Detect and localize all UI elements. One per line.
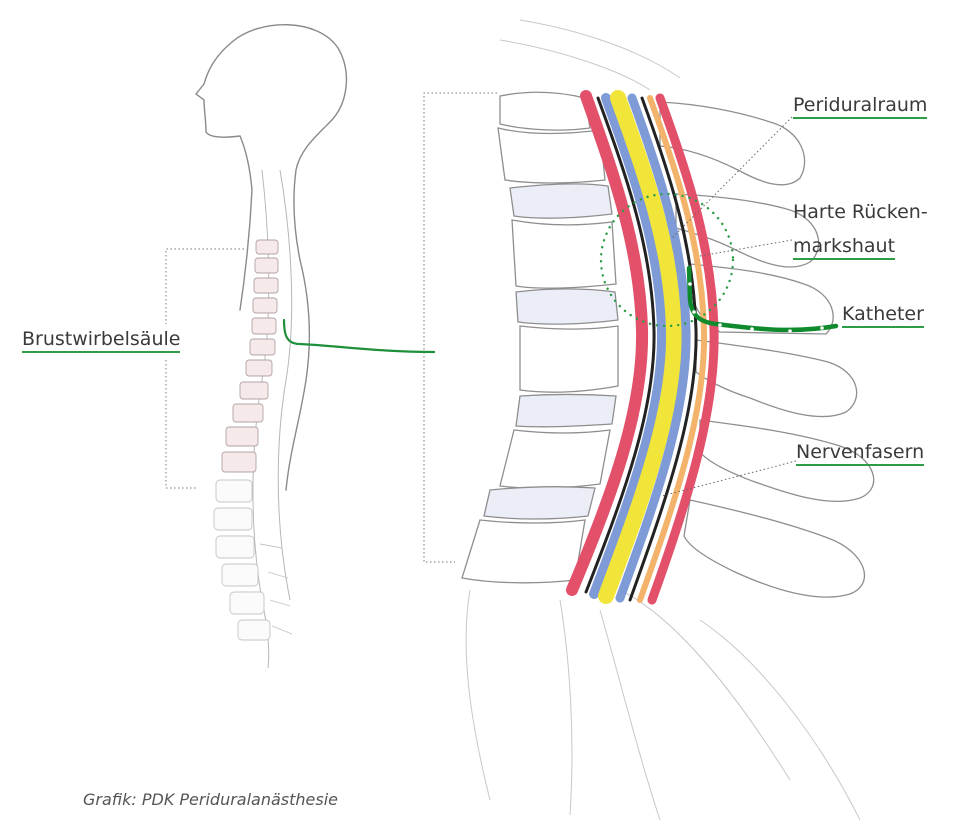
figure-caption: Grafik: PDK Periduralanästhesie (83, 790, 338, 809)
spinous-processes (660, 102, 874, 597)
enlarged-vertebrae (462, 92, 618, 582)
label-katheter: Katheter (842, 302, 924, 326)
catheter-connector-line (284, 320, 434, 352)
human-profile-sketch (196, 25, 346, 490)
label-nervenfasern: Nervenfasern (796, 440, 924, 464)
label-harte-rueckenmarkshaut-line1: Harte Rücken- (793, 200, 928, 224)
label-brustwirbelsaeule: Brustwirbelsäule (22, 327, 180, 351)
zoom-bracket (424, 93, 497, 562)
label-harte-rueckenmarkshaut-line2: markshaut (793, 234, 895, 258)
label-periduralraum: Periduralraum (793, 93, 927, 117)
left-vertebrae (222, 240, 278, 472)
